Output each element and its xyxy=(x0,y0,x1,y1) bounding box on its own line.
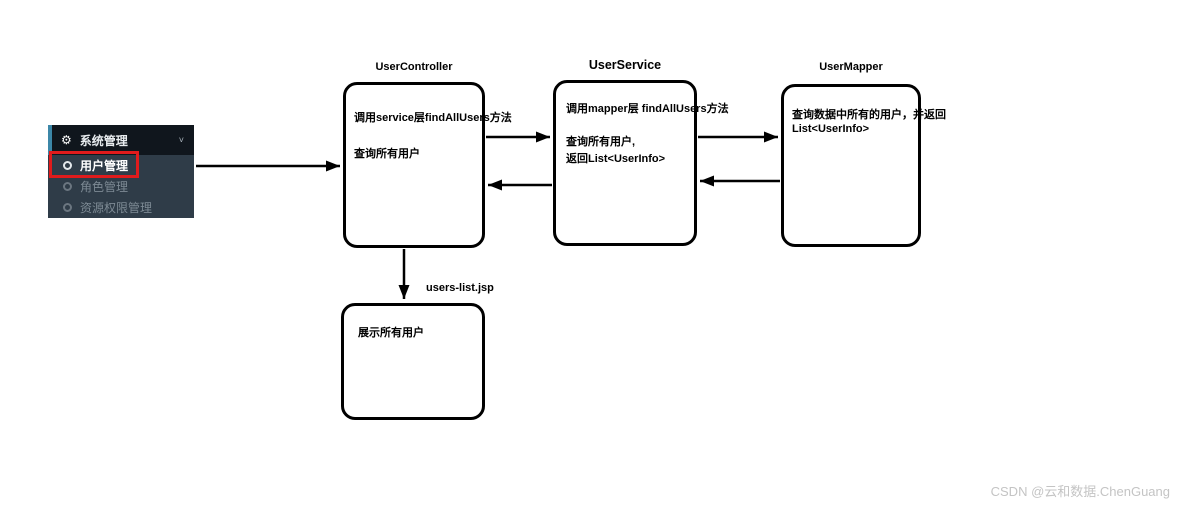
sidebar-item-label: 角色管理 xyxy=(80,180,129,194)
sidebar-item-role-management[interactable]: 角色管理 xyxy=(48,176,194,197)
gears-icon: ⚙ xyxy=(61,133,72,147)
node-users-list-view: 展示所有用户 xyxy=(341,303,485,420)
sidebar-item-label: 资源权限管理 xyxy=(80,201,153,215)
sidebar-header-label: 系统管理 xyxy=(79,133,128,148)
node-text-line: 查询所有用户 xyxy=(354,148,420,160)
sidebar-item-resource-permission-management[interactable]: 资源权限管理 xyxy=(48,197,194,218)
node-title-users-list-jsp: users-list.jsp xyxy=(426,282,494,294)
circle-o-icon xyxy=(63,182,72,191)
sidebar-item-label: 用户管理 xyxy=(80,159,129,173)
sidebar-item-system-management[interactable]: ⚙ 系统管理 ˅ xyxy=(48,125,194,155)
node-text-line: 展示所有用户 xyxy=(358,327,424,339)
node-text-line: 查询所有用户, xyxy=(566,136,636,148)
circle-o-icon xyxy=(63,203,72,212)
circle-o-icon xyxy=(63,161,72,170)
node-title-usermapper: UserMapper xyxy=(819,61,883,73)
node-usercontroller: 调用service层findAllUsers方法 查询所有用户 xyxy=(343,82,512,248)
active-accent-bar xyxy=(48,125,52,155)
csdn-watermark: CSDN @云和数据.ChenGuang xyxy=(990,484,1170,499)
sidebar-item-user-management[interactable]: 用户管理 xyxy=(48,155,194,176)
sidebar: ⚙ 系统管理 ˅ 用户管理 角色管理 资源权限管理 xyxy=(48,125,194,218)
node-title-usercontroller: UserController xyxy=(375,61,453,73)
node-usermapper: 查询数据中所有的用户，并返回 List<UserInfo> xyxy=(781,84,946,247)
node-title-userservice: UserService xyxy=(588,58,662,72)
node-userservice: 调用mapper层 findAllUsers方法 查询所有用户, 返回List<… xyxy=(553,80,729,246)
node-text-line: 查询数据中所有的用户，并返回 xyxy=(792,109,946,121)
chevron-down-icon: ˅ xyxy=(178,135,184,145)
node-text-line: 返回List<UserInfo> xyxy=(566,153,666,165)
node-text-line: List<UserInfo> xyxy=(792,123,870,135)
node-text-line: 调用mapper层 findAllUsers方法 xyxy=(566,103,729,115)
node-text-line: 调用service层findAllUsers方法 xyxy=(354,112,512,124)
